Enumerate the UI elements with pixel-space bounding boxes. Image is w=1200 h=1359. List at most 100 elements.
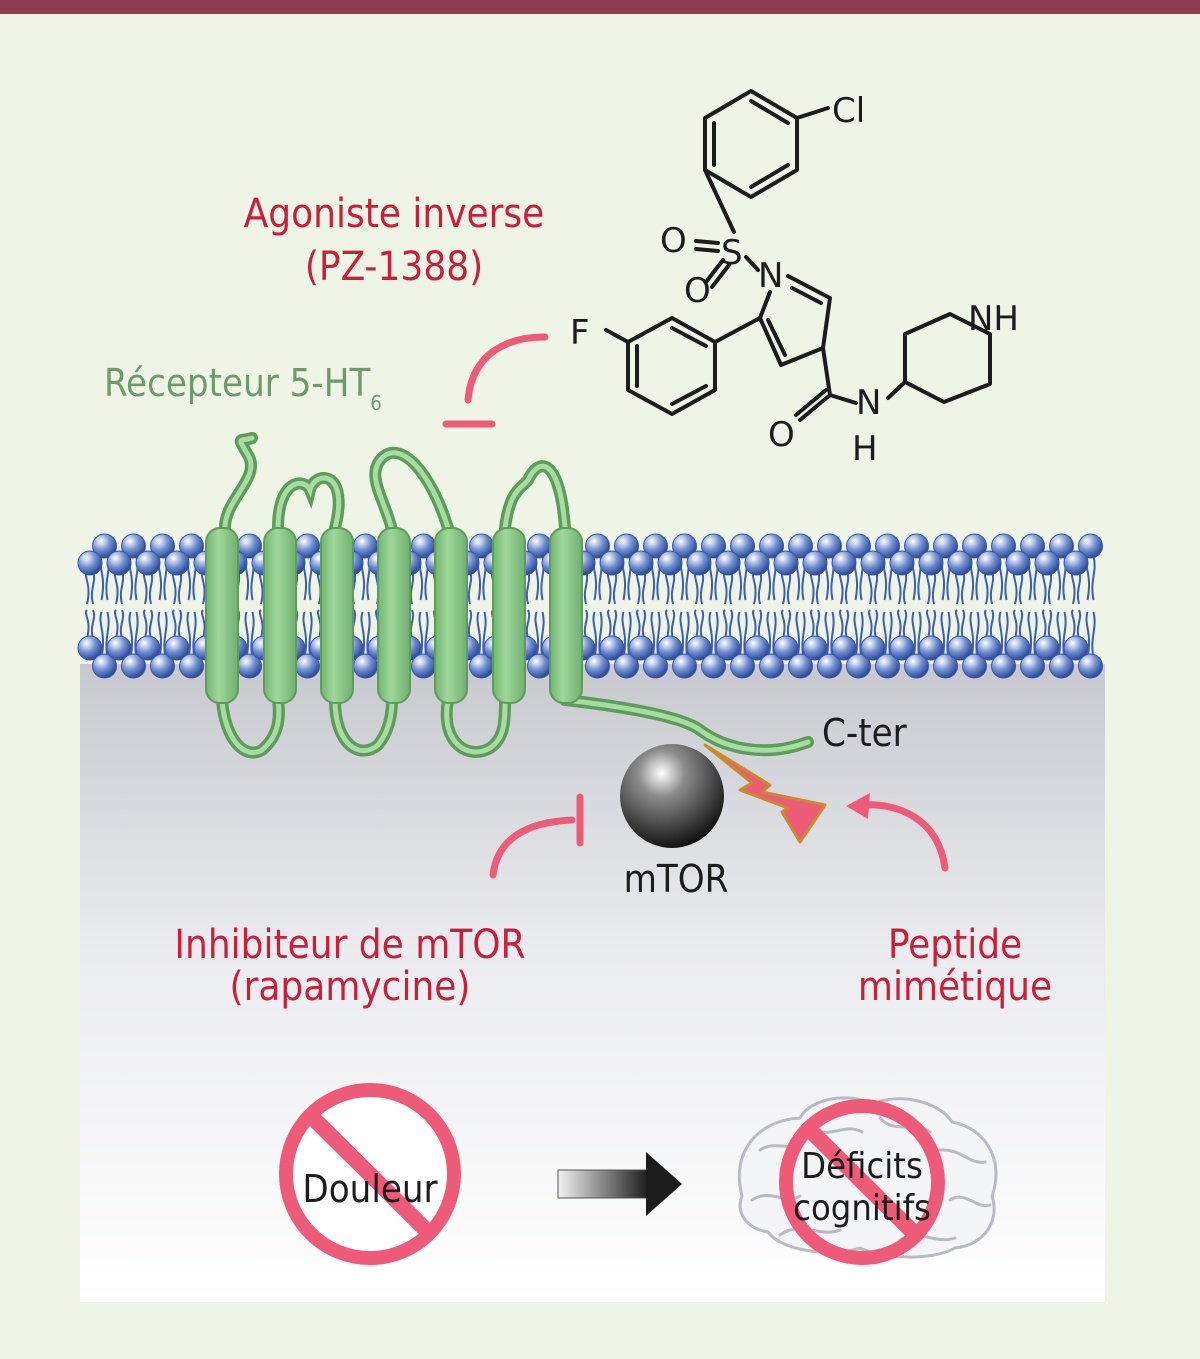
- lipid-head: [614, 653, 639, 679]
- lipid-head: [918, 635, 944, 661]
- lipid-head: [962, 533, 987, 559]
- lipid-head: [962, 653, 987, 679]
- tm-helix-2: [263, 527, 297, 704]
- svg-text:O: O: [660, 221, 687, 261]
- lipid-head: [1034, 550, 1060, 576]
- lipid-head: [947, 550, 973, 576]
- lipid-tail: [302, 611, 313, 659]
- lipid-head: [135, 550, 161, 576]
- lipid-head: [991, 653, 1016, 679]
- lipid-tail: [244, 611, 255, 659]
- lipid-head: [730, 653, 755, 679]
- lipid-head: [846, 653, 871, 679]
- lipid-tail: [969, 611, 980, 659]
- lipid-tail: [1027, 611, 1038, 659]
- lipid-tail: [650, 611, 661, 659]
- lipid-tail: [810, 609, 821, 639]
- lipid-head: [759, 533, 784, 559]
- lipid-head: [1078, 653, 1103, 679]
- lipid-head: [802, 550, 828, 576]
- svg-text:Cl: Cl: [832, 91, 865, 131]
- lipid-head: [686, 635, 712, 661]
- peptide-label-line2: mimétique: [858, 964, 1052, 1010]
- lipid-head: [831, 635, 857, 661]
- lipid-tail: [911, 611, 922, 659]
- lipid-head: [643, 533, 668, 559]
- lipid-head: [1005, 635, 1031, 661]
- inhibitor-compound: (rapamycine): [230, 964, 471, 1010]
- lipid-head: [135, 635, 161, 661]
- lipid-head: [92, 533, 117, 559]
- lipid-head: [643, 653, 668, 679]
- deficits-label-line1: Déficits: [801, 1146, 923, 1187]
- lipid-tail: [636, 609, 647, 639]
- lipid-head: [1020, 653, 1045, 679]
- lipid-tail: [1056, 611, 1067, 659]
- mtor-label: mTOR: [624, 857, 729, 901]
- lipid-head: [918, 550, 944, 576]
- lipid-head: [933, 653, 958, 679]
- lipid-tail: [998, 611, 1009, 659]
- top-bar: [0, 0, 1200, 14]
- peptide-label-line1: Peptide: [888, 922, 1022, 968]
- interaction-lightning-icon: [703, 743, 827, 844]
- mtor-inhibition-icon: [489, 793, 584, 879]
- lipid-tail: [85, 609, 96, 639]
- pain-prohibition: Douleur: [279, 1083, 461, 1265]
- lipid-head: [164, 635, 190, 661]
- lipid-head: [788, 533, 813, 559]
- deficits-label-line2: cognitifs: [793, 1188, 931, 1229]
- lipid-head: [701, 653, 726, 679]
- lipid-tail: [781, 609, 792, 639]
- lipid-head: [1063, 635, 1089, 661]
- lipid-head: [889, 550, 915, 576]
- lipid-head: [831, 550, 857, 576]
- lipid-head: [179, 533, 204, 559]
- lipid-head: [947, 635, 973, 661]
- lipid-tail: [621, 611, 632, 659]
- inverse-agonist-label: Agoniste inverse: [244, 191, 545, 237]
- svg-text:O: O: [684, 271, 711, 311]
- lipid-tail: [172, 609, 183, 639]
- lipid-head: [106, 550, 132, 576]
- lipid-head: [817, 653, 842, 679]
- c-ter-label: C-ter: [822, 711, 908, 755]
- lipid-tail: [476, 611, 487, 659]
- lipid-tail: [694, 609, 705, 639]
- lipid-tail: [723, 609, 734, 639]
- lipid-tail: [984, 609, 995, 639]
- lipid-head: [179, 653, 204, 679]
- lipid-tail: [795, 611, 806, 659]
- lipid-tail: [955, 609, 966, 639]
- prohibition-circle-icon: [779, 1099, 945, 1265]
- tm-helix-1: [205, 527, 239, 704]
- lipid-head: [614, 533, 639, 559]
- lipid-head: [802, 635, 828, 661]
- svg-text:H: H: [852, 429, 878, 469]
- lipid-head: [1063, 550, 1089, 576]
- tm-helix-4: [377, 527, 411, 704]
- lipid-tail: [157, 611, 168, 659]
- prohibition-slash-icon: [308, 1113, 433, 1237]
- svg-text:S: S: [721, 233, 743, 273]
- tm-helix-7: [549, 527, 583, 704]
- lipid-head: [150, 533, 175, 559]
- lipid-tail: [607, 609, 618, 639]
- lipid-head: [628, 635, 654, 661]
- transmembrane-helices: [205, 527, 583, 704]
- prohibition-slash-icon: [804, 1124, 921, 1240]
- lipid-tail: [1071, 609, 1082, 639]
- lipid-tail: [143, 609, 154, 639]
- lipid-head: [875, 653, 900, 679]
- lipid-tail: [418, 611, 429, 659]
- lipid-head: [585, 533, 610, 559]
- lipid-tail: [592, 611, 603, 659]
- lipid-head: [1034, 635, 1060, 661]
- lipid-head: [715, 635, 741, 661]
- lipid-tail: [1085, 611, 1096, 659]
- lipid-head: [672, 653, 697, 679]
- lipid-head: [715, 550, 741, 576]
- lipid-tail: [114, 609, 125, 639]
